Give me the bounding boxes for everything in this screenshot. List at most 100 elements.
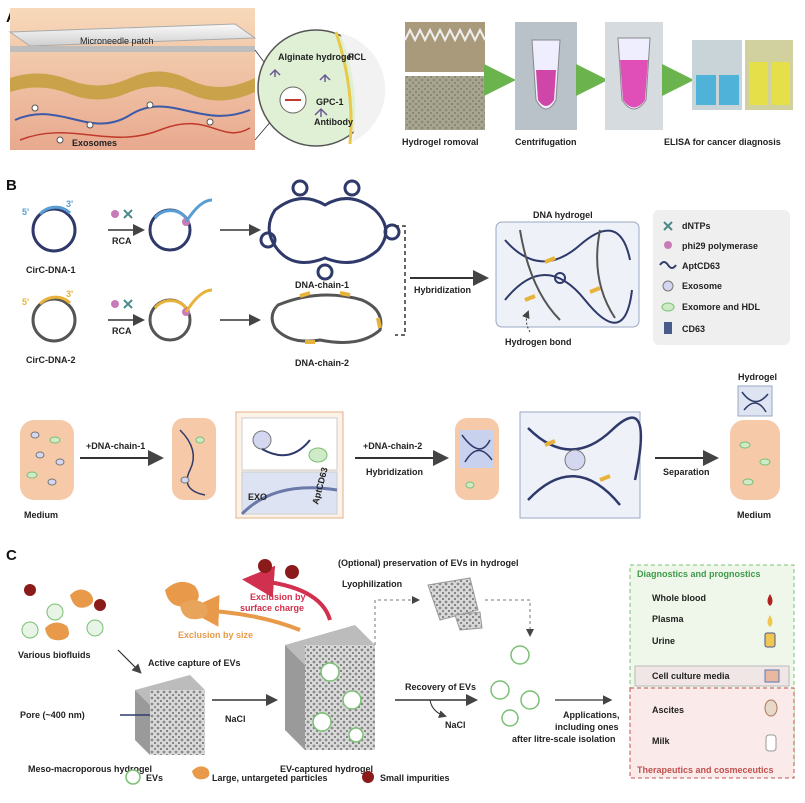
alginate-text: Alginate hydrogel	[278, 52, 354, 62]
polymerase-icon-2	[111, 300, 119, 308]
excl-charge-1: Exclusion by	[250, 592, 306, 602]
culture-flask-icon	[764, 669, 780, 683]
legend-dntps-icon	[663, 221, 673, 231]
legend-apt-icon	[659, 261, 677, 269]
rca-1-product	[148, 198, 213, 252]
zoom-circle	[257, 29, 386, 147]
nacl-1-label: NaCl	[225, 714, 246, 724]
app-label-1: Applications,	[563, 710, 620, 720]
captured-label: EV-captured hydrogel	[280, 764, 373, 774]
hydrogel-product	[737, 385, 773, 417]
legend-exosome: Exosome	[682, 281, 722, 291]
app-cell-media: Cell culture media	[652, 671, 731, 681]
pcl-label: PCL	[348, 52, 367, 62]
small-impurity-2	[285, 565, 299, 579]
hydrogel-right-label: Hydrogel	[738, 372, 777, 382]
lyophilization-label: Lyophilization	[342, 579, 402, 589]
polymerase-icon	[111, 210, 119, 218]
hydrogen-bond-label: Hydrogen bond	[505, 337, 572, 347]
app-urine: Urine	[652, 636, 675, 646]
panel-b-letter: B	[6, 177, 17, 194]
circ-dna-2-diagram	[31, 295, 77, 343]
nacl-2-label: NaCl	[445, 720, 466, 730]
patch-label: Microneedle patch	[80, 36, 154, 46]
ascites-icon	[764, 699, 778, 717]
recovery-label: Recovery of EVs	[405, 682, 476, 692]
step-elisa: ELISA for cancer diagnosis	[664, 137, 781, 147]
circ-dna-1-diagram	[31, 205, 77, 253]
ev-captured-cube	[285, 625, 375, 750]
thera-title: Therapeutics and cosmeceutics	[637, 765, 774, 775]
app-label-3: after litre-scale isolation	[512, 734, 616, 744]
prime5-2: 5'	[22, 297, 29, 307]
dna-chain-1-label: DNA-chain-1	[295, 280, 349, 290]
dna-hydrogel-box	[495, 221, 640, 328]
medium-tube-chain2	[455, 418, 499, 500]
exosomes-label: Exosomes	[72, 138, 117, 148]
medium-tube-right	[730, 420, 780, 500]
biofluids-label: Various biofluids	[18, 650, 91, 660]
hybridization-2-label: Hybridization	[366, 467, 423, 477]
step-centrifugation: Centrifugation	[515, 137, 577, 147]
legend-evs-label: EVs	[146, 773, 163, 783]
add-chain-1-label: +DNA-chain-1	[86, 441, 145, 451]
excluded-large-particles	[165, 581, 208, 620]
panel-c-letter: C	[6, 547, 17, 564]
legend-large-label: Large, untargeted particles	[212, 773, 328, 783]
ev-legend-icon	[125, 769, 141, 785]
urine-cup-icon	[764, 632, 776, 648]
legend-exomore: Exomore and HDL	[682, 302, 761, 312]
app-milk: Milk	[652, 736, 670, 746]
excl-charge-2: surface charge	[240, 603, 304, 613]
hybridization-label: Hybridization	[414, 285, 471, 295]
optional-label: (Optional) preservation of EVs in hydrog…	[338, 558, 519, 568]
excl-size-label: Exclusion by size	[178, 630, 253, 640]
meso-hydrogel-cube	[135, 675, 205, 755]
circ-dna-1-label: CirC-DNA-1	[26, 265, 76, 275]
hydrogel-photos	[404, 22, 486, 130]
small-impurity-icon	[362, 771, 374, 783]
legend-polymerase-icon	[664, 241, 672, 249]
gpc1-label: GPC-1	[316, 97, 344, 107]
dntps-icon-2	[123, 299, 133, 309]
microneedle-illustration	[8, 8, 257, 150]
app-whole-blood: Whole blood	[652, 593, 706, 603]
small-impurity-1	[258, 559, 272, 573]
meso-label: Meso-macroporous hydrogel	[28, 764, 152, 774]
rca-label-1: RCA	[112, 236, 132, 246]
diag-title: Diagnostics and prognostics	[637, 569, 761, 579]
legend-small-label: Small impurities	[380, 773, 450, 783]
legend-polymerase: phi29 polymerase	[682, 241, 758, 251]
legend-exomore-icon	[661, 302, 675, 312]
tube-photo-1	[515, 22, 577, 130]
biofluid-particles	[21, 584, 106, 641]
add-chain-2-label: +DNA-chain-2	[363, 441, 422, 451]
zoom-box-chain1	[235, 411, 344, 519]
c-legend	[125, 766, 374, 785]
antibody-label: Antibody	[314, 117, 353, 127]
app-ascites: Ascites	[652, 705, 684, 715]
prime3-2: 3'	[66, 289, 73, 299]
recovered-evs	[490, 645, 540, 727]
dna-chain-2-label: DNA-chain-2	[295, 358, 349, 368]
tube-photo-2	[605, 22, 663, 130]
legend-cd63-icon	[664, 322, 672, 334]
lyophilized-fragments	[427, 577, 483, 631]
applications-box	[629, 564, 795, 779]
legend-exosome-icon	[662, 280, 674, 292]
legend-apt: AptCD63	[682, 261, 720, 271]
dna-chain-1-structure	[259, 179, 401, 281]
pore-label: Pore (~400 nm)	[20, 710, 85, 720]
milk-bottle-icon	[765, 734, 777, 752]
legend-box	[653, 210, 790, 345]
large-particle-icon	[192, 766, 210, 780]
medium-tube-left	[20, 420, 74, 500]
separation-label: Separation	[663, 467, 710, 477]
plasma-drop-icon	[767, 615, 773, 627]
app-plasma: Plasma	[652, 614, 685, 624]
medium-right-label: Medium	[737, 510, 771, 520]
active-capture-label: Active capture of EVs	[148, 658, 241, 668]
elisa-photo	[692, 40, 793, 110]
